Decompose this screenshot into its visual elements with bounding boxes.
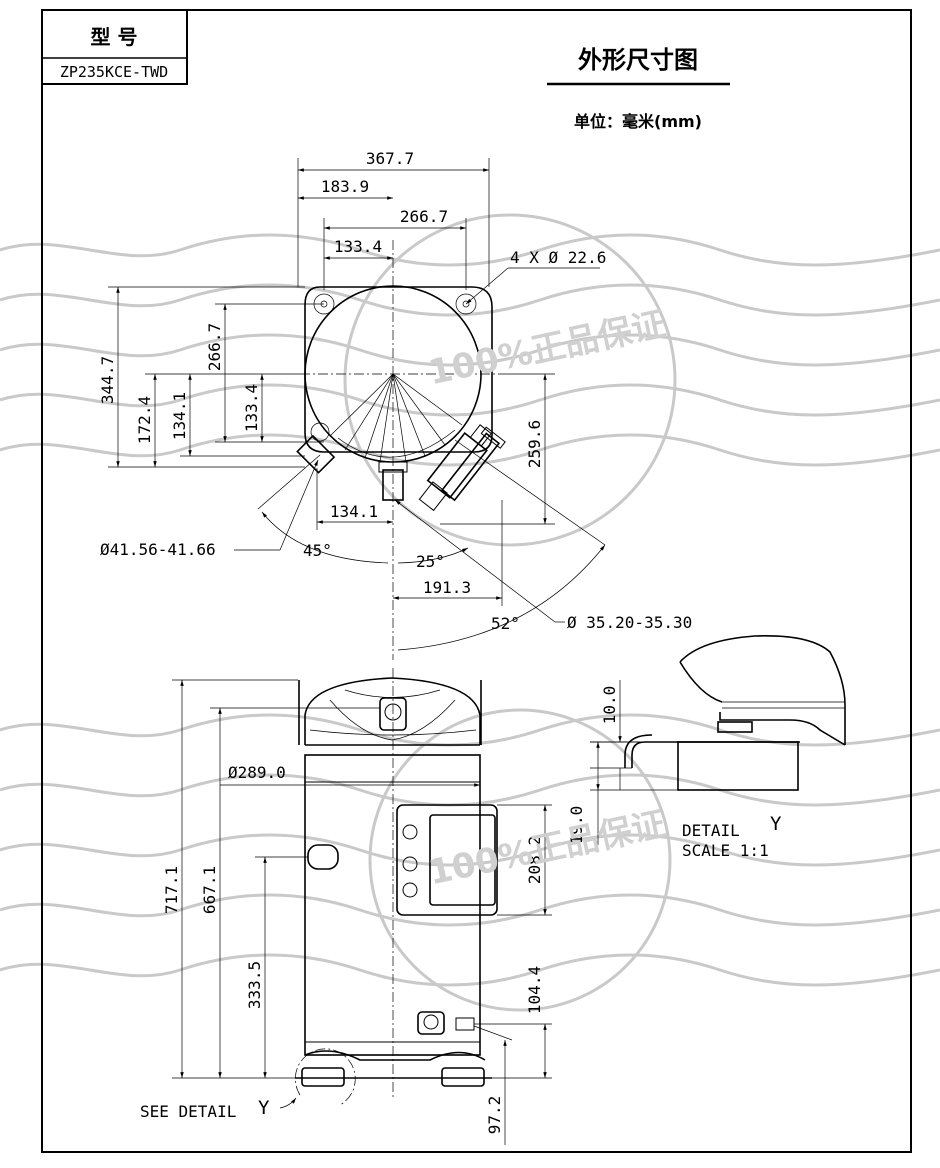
dim-10-0: 10.0 xyxy=(600,686,619,725)
detail-scale: SCALE 1:1 xyxy=(682,841,769,860)
dim-344-7: 344.7 xyxy=(98,356,117,404)
dim-259-6: 259.6 xyxy=(525,420,544,468)
side-view: 717.1 667.1 Ø289.0 333.5 208.2 104.4 97.… xyxy=(140,668,552,1145)
dim-134-1-v: 134.1 xyxy=(170,392,189,440)
angle-25: 25° xyxy=(416,552,445,571)
see-detail-label: SEE DETAIL xyxy=(140,1102,236,1121)
dim-208-2: 208.2 xyxy=(525,836,544,884)
top-view: 367.7 183.9 266.7 133.4 4 X Ø 22.6 344.7… xyxy=(98,149,692,660)
see-detail-letter: Y xyxy=(258,1097,270,1119)
model-value: ZP235KCE-TWD xyxy=(60,63,168,81)
dia-289: Ø289.0 xyxy=(228,763,286,782)
dim-172-4: 172.4 xyxy=(135,396,154,444)
detail-y: 10.0 19.0 DETAIL Y SCALE 1:1 xyxy=(567,635,846,860)
dim-133-4-v: 133.4 xyxy=(242,384,261,432)
dim-133-4: 133.4 xyxy=(334,237,382,256)
dim-333-5: 333.5 xyxy=(245,961,264,1009)
drawing-frame xyxy=(41,9,912,1153)
watermark xyxy=(0,213,940,1012)
hole-callout: 4 X Ø 22.6 xyxy=(510,248,606,267)
dim-19-0: 19.0 xyxy=(567,806,586,845)
dim-97-2: 97.2 xyxy=(485,1096,504,1135)
angle-52: 52° xyxy=(491,614,520,633)
suction-dia: Ø41.56-41.66 xyxy=(100,540,216,559)
dim-667-1: 667.1 xyxy=(200,866,219,914)
model-label: 型 号 xyxy=(91,25,138,49)
dim-134-1-h: 134.1 xyxy=(330,502,378,521)
angle-45: 45° xyxy=(303,541,332,560)
drawing-title: 外形尺寸图 xyxy=(578,46,698,74)
dim-266-7: 266.7 xyxy=(400,207,448,226)
detail-label: DETAIL xyxy=(682,821,740,840)
dim-191-3: 191.3 xyxy=(423,578,471,597)
detail-letter: Y xyxy=(770,813,782,835)
discharge-dia: Ø 35.20-35.30 xyxy=(567,613,692,632)
dim-183-9: 183.9 xyxy=(321,177,369,196)
dim-266-7-v: 266.7 xyxy=(205,323,224,371)
svg-text:100%正品保证: 100%正品保证 xyxy=(425,804,669,893)
title-block: 型 号 ZP235KCE-TWD xyxy=(41,9,188,85)
dim-104-4: 104.4 xyxy=(525,966,544,1014)
dim-717-1: 717.1 xyxy=(162,866,181,914)
svg-text:100%正品保证: 100%正品保证 xyxy=(425,304,669,393)
unit-label: 单位：毫米(mm) xyxy=(574,112,702,131)
dim-367-7: 367.7 xyxy=(366,149,414,168)
